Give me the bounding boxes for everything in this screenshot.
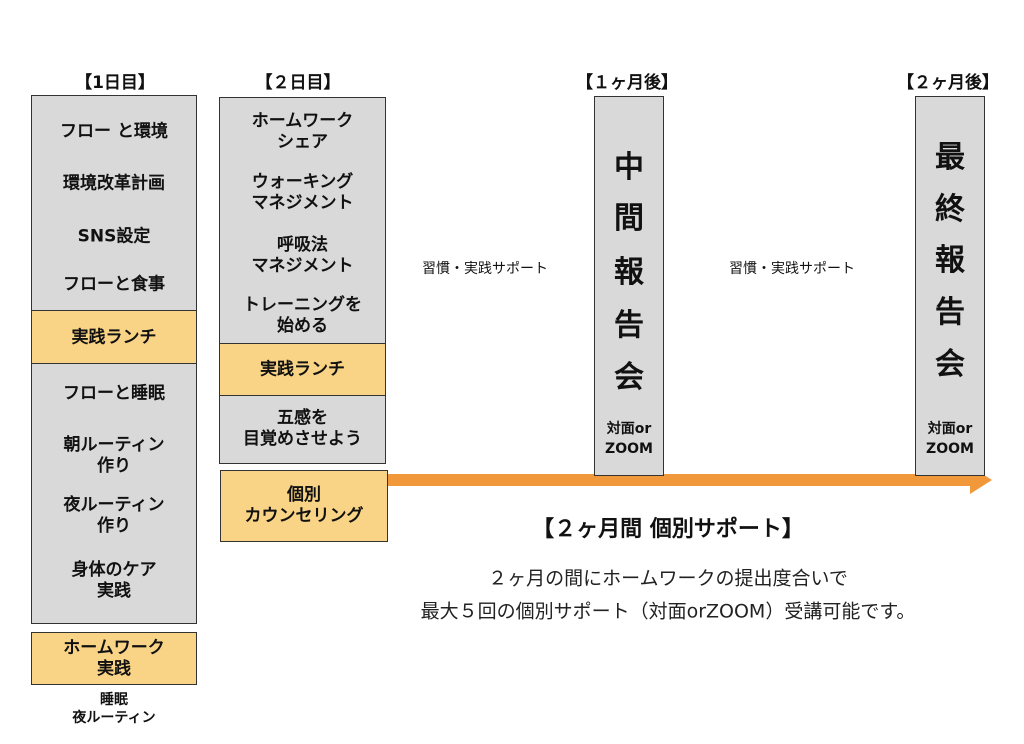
pillar-char: 会 — [935, 347, 965, 382]
pillar-char: 会 — [614, 360, 644, 395]
pillar-mode: 対面or ZOOM — [605, 421, 653, 457]
day1-item: 朝ルーティン 作り — [63, 435, 165, 476]
homework-note: 睡眠 夜ルーティン — [72, 692, 156, 726]
midterm-report-pillar: 中 間 報 告 会 対面or ZOOM — [594, 96, 664, 476]
day2-label: 【２日目】 — [255, 73, 341, 93]
pillar-char: 告 — [935, 295, 965, 330]
final-report-pillar: 最 終 報 告 会 対面or ZOOM — [915, 96, 985, 476]
day2-session1: ホームワーク シェア ウォーキング マネジメント 呼吸法 マネジメント トレーニ… — [219, 97, 386, 344]
day2-session2: 五感を 目覚めさせよう — [219, 395, 386, 464]
day1-homework: ホームワーク 実践 — [31, 632, 197, 685]
pillar-char: 中 — [614, 150, 644, 185]
pillar-mode: 対面or ZOOM — [926, 421, 974, 457]
day1-lunch-label: 実践ランチ — [71, 327, 157, 348]
day2-item: ウォーキング マネジメント — [251, 172, 354, 213]
summary-line1: ２ヶ月の間にホームワークの提出度合いで — [488, 567, 848, 590]
day1-label: 【1日目】 — [75, 73, 155, 93]
pillar-char: 告 — [614, 308, 644, 343]
day2-item: 五感を 目覚めさせよう — [243, 408, 362, 449]
month2-label: 【２ヶ月後】 — [897, 73, 999, 93]
day1-session1: フロー と環境 環境改革計画 SNS設定 フローと食事 — [31, 95, 197, 311]
day1-lunch: 実践ランチ — [31, 310, 197, 364]
day2-item: ホームワーク シェア — [251, 111, 354, 152]
pillar-char: 終 — [935, 192, 965, 227]
support-label: 習慣・実践サポート — [422, 261, 548, 277]
day2-lunch: 実践ランチ — [219, 343, 386, 396]
day1-item: 身体のケア 実践 — [71, 560, 157, 601]
day1-item: 環境改革計画 — [63, 173, 165, 194]
day1-item: フロー と環境 — [60, 121, 168, 142]
counseling-box: 個別 カウンセリング — [220, 470, 388, 542]
summary-line2: 最大５回の個別サポート（対面orZOOM）受講可能です。 — [420, 600, 916, 623]
day1-item: 夜ルーティン 作り — [63, 495, 165, 536]
day1-item: SNS設定 — [77, 226, 151, 247]
day2-lunch-label: 実践ランチ — [260, 359, 345, 380]
day1-session2: フローと睡眠 朝ルーティン 作り 夜ルーティン 作り 身体のケア 実践 — [31, 363, 197, 624]
day2-item: 呼吸法 マネジメント — [251, 235, 354, 276]
support-label: 習慣・実践サポート — [729, 261, 855, 277]
pillar-char: 最 — [935, 140, 965, 175]
pillar-char: 報 — [935, 243, 965, 278]
summary-title: 【２ヶ月間 個別サポート】 — [532, 517, 804, 542]
month1-label: 【１ヶ月後】 — [576, 73, 678, 93]
day1-item: フローと食事 — [63, 274, 165, 295]
pillar-char: 間 — [614, 201, 644, 236]
homework-label: ホームワーク 実践 — [63, 638, 165, 679]
counseling-label: 個別 カウンセリング — [244, 485, 364, 526]
day2-item: トレーニングを 始める — [243, 295, 362, 336]
timeline-arrow-shaft — [386, 474, 972, 486]
day1-item: フローと睡眠 — [63, 383, 165, 404]
pillar-char: 報 — [614, 255, 644, 290]
